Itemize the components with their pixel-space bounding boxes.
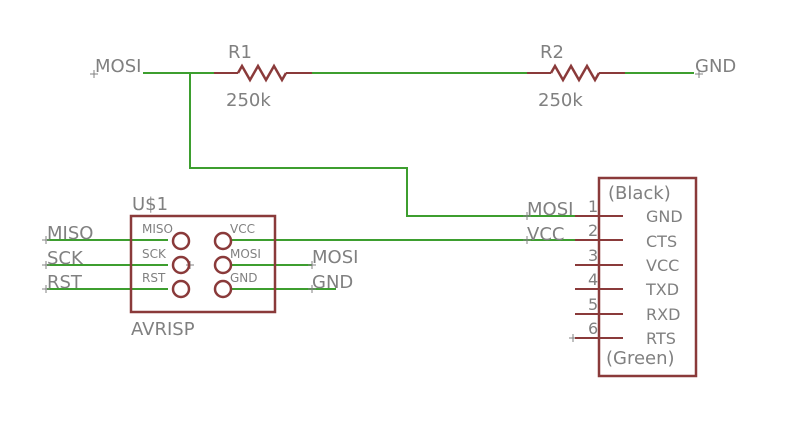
header-pin-name-cts: CTS bbox=[646, 232, 677, 251]
wires bbox=[47, 72, 694, 290]
header-pin-name-gnd: GND bbox=[646, 207, 683, 226]
cross-mosi-top bbox=[90, 70, 98, 78]
cross-vcc-conn bbox=[523, 236, 531, 244]
net-label-mosi-top: MOSI bbox=[95, 56, 141, 77]
header-pin-number-1: 1 bbox=[588, 197, 598, 216]
avrisp-pad-sck bbox=[171, 255, 191, 275]
avrisp-pin-rst: RST bbox=[142, 271, 166, 285]
r2-value: 250k bbox=[538, 90, 583, 111]
cross-sck bbox=[42, 261, 50, 269]
header-pin-number-4: 4 bbox=[588, 270, 598, 289]
header-pin-number-5: 5 bbox=[588, 295, 598, 314]
net-label-rst: RST bbox=[47, 272, 83, 293]
net-label-gnd-isp: GND bbox=[312, 272, 353, 293]
net-label-miso: MISO bbox=[47, 223, 93, 244]
resistor-r2-symbol bbox=[549, 63, 601, 83]
wire-node-to-header-1 bbox=[189, 73, 575, 217]
avrisp-pad-mosi bbox=[213, 255, 233, 275]
net-label-mosi-conn: MOSI bbox=[527, 199, 573, 220]
avrisp-pad-vcc bbox=[213, 231, 233, 251]
cross-gnd-top bbox=[695, 70, 703, 78]
header-pin-number-3: 3 bbox=[588, 246, 598, 265]
ftdi-header: (Black) (Green) 1 2 3 4 5 6 GND CTS VCC … bbox=[575, 176, 698, 378]
ftdi-header-bottom-label: (Green) bbox=[606, 348, 675, 369]
cross-gnd-isp bbox=[308, 285, 316, 293]
avrisp-pad-gnd bbox=[213, 279, 233, 299]
avrisp-pin-gnd: GND bbox=[230, 271, 258, 285]
cross-rst bbox=[42, 285, 50, 293]
resistor-r1: R1 250k bbox=[214, 42, 312, 111]
net-crosses bbox=[42, 70, 703, 342]
r1-value: 250k bbox=[226, 90, 271, 111]
avrisp-name: U$1 bbox=[132, 194, 168, 215]
header-pin-name-vcc: VCC bbox=[646, 256, 679, 275]
header-pin-name-rxd: RXD bbox=[646, 305, 680, 324]
header-pin-number-6: 6 bbox=[588, 319, 598, 338]
avrisp-pin-vcc: VCC bbox=[230, 222, 255, 236]
net-label-sck: SCK bbox=[47, 248, 84, 269]
header-pin-name-txd: TXD bbox=[645, 280, 679, 299]
header-pin-name-rts: RTS bbox=[646, 329, 676, 348]
ftdi-header-body bbox=[597, 176, 698, 378]
avrisp-body bbox=[129, 214, 277, 314]
resistor-r1-symbol bbox=[236, 63, 288, 83]
net-label-mosi-isp: MOSI bbox=[312, 247, 358, 268]
header-pin-number-2: 2 bbox=[588, 221, 598, 240]
ftdi-header-top-label: (Black) bbox=[608, 183, 671, 204]
avrisp-pad-rst bbox=[171, 279, 191, 299]
net-label-vcc-conn: VCC bbox=[527, 224, 564, 245]
r2-name: R2 bbox=[540, 42, 564, 63]
avrisp-connector: U$1 AVRISP MISO SCK RST VCC MOSI GND bbox=[129, 194, 277, 340]
net-label-gnd-top: GND bbox=[695, 56, 736, 77]
avrisp-pad-miso bbox=[171, 231, 191, 251]
cross-mosi-conn bbox=[523, 212, 531, 220]
avrisp-value: AVRISP bbox=[131, 319, 195, 340]
avrisp-pin-miso: MISO bbox=[142, 222, 173, 236]
r1-name: R1 bbox=[228, 42, 252, 63]
avrisp-pin-mosi: MOSI bbox=[230, 247, 261, 261]
resistor-r2: R2 250k bbox=[527, 42, 625, 111]
cross-mosi-isp bbox=[308, 261, 316, 269]
avrisp-pin-sck: SCK bbox=[142, 247, 167, 261]
cross-miso bbox=[42, 236, 50, 244]
